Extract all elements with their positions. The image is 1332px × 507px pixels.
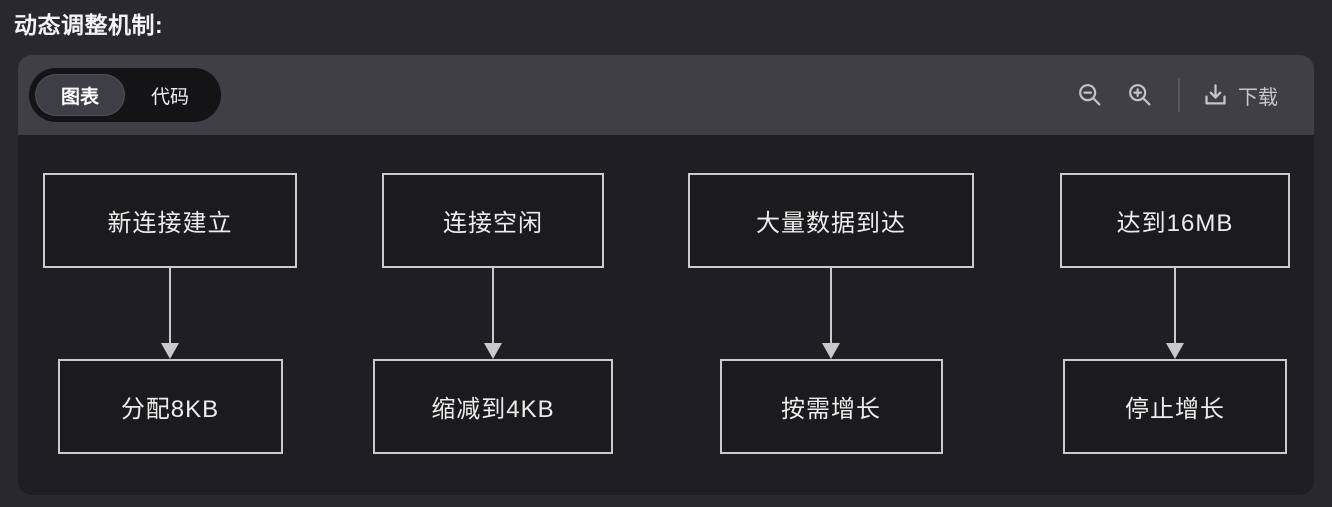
flow-node: 缩减到4KB <box>373 359 613 454</box>
flow-node: 新连接建立 <box>43 173 297 268</box>
tab-group: 图表 代码 <box>29 68 222 122</box>
zoom-out-button[interactable] <box>1072 77 1108 113</box>
toolbar-actions: 下载 <box>1072 77 1280 114</box>
arrow-down-icon <box>161 268 179 359</box>
download-icon <box>1205 83 1226 104</box>
flow-column: 新连接建立 分配8KB <box>43 173 297 454</box>
download-label: 下载 <box>1238 86 1278 109</box>
tab-chart[interactable]: 图表 <box>35 74 126 116</box>
toolbar-divider <box>1178 78 1180 112</box>
flow-node: 连接空闲 <box>382 173 604 268</box>
download-button[interactable]: 下载 <box>1200 77 1280 114</box>
flow-column: 达到16MB 停止增长 <box>1060 173 1290 454</box>
flow-column: 大量数据到达 按需增长 <box>688 173 974 454</box>
diagram-panel: 图表 代码 <box>18 55 1314 495</box>
zoom-out-icon <box>1079 84 1101 106</box>
page-title: 动态调整机制: <box>14 12 164 38</box>
flow-column: 连接空闲 缩减到4KB <box>373 173 613 454</box>
arrow-down-icon <box>822 268 840 359</box>
toolbar: 图表 代码 <box>18 55 1314 135</box>
arrow-down-icon <box>1166 268 1184 359</box>
flow-node: 大量数据到达 <box>688 173 974 268</box>
flow-node: 停止增长 <box>1063 359 1287 454</box>
arrow-down-icon <box>484 268 502 359</box>
zoom-in-icon <box>1129 84 1151 106</box>
flow-node: 按需增长 <box>719 359 943 454</box>
tab-code[interactable]: 代码 <box>125 74 215 116</box>
flow-node: 分配8KB <box>57 359 283 454</box>
flowchart-canvas: 新连接建立 分配8KB 连接空闲 缩减到4KB 大量数据到达 按需增长 达到16… <box>18 135 1314 495</box>
flow-node: 达到16MB <box>1060 173 1290 268</box>
zoom-in-button[interactable] <box>1122 77 1158 113</box>
